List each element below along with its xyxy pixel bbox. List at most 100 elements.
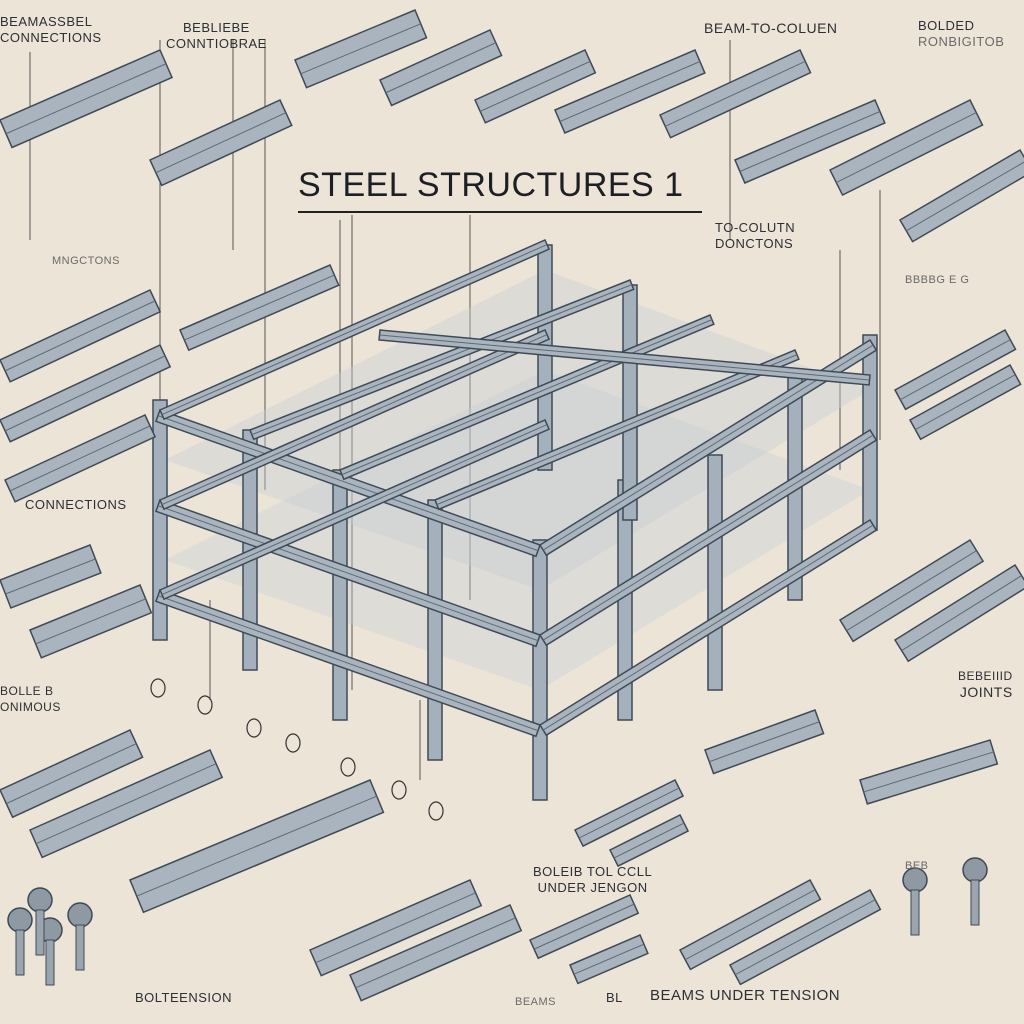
page-title: STEEL STRUCTURES 1	[298, 166, 684, 204]
beam-web-line	[665, 60, 806, 127]
label-line: UNDER JENGON	[537, 880, 648, 895]
label-line: BEAMASSBEL	[0, 14, 93, 29]
beam-web-line	[542, 434, 874, 641]
beam-web-line	[157, 505, 539, 642]
bolt-head-icon	[7, 907, 33, 933]
beam-web-line	[155, 112, 287, 174]
bolt-head-icon	[27, 887, 53, 913]
label-line: JOINTS	[959, 684, 1013, 700]
steel-column	[152, 399, 168, 641]
bolt-shank	[910, 889, 920, 936]
beam-web-line	[915, 374, 1016, 431]
steel-column	[537, 244, 553, 471]
steel-column	[427, 499, 443, 761]
label-line: BOLEIB TOL CCLL	[533, 864, 653, 879]
label-beams-small: BEAMS	[515, 996, 557, 1008]
beam-web-line	[184, 274, 335, 341]
steel-column	[707, 454, 723, 691]
beam-web-line	[4, 300, 156, 372]
beam-web-line	[341, 319, 713, 476]
beam-web-line	[161, 334, 548, 506]
marker-circle	[246, 718, 262, 738]
beam-web-line	[709, 721, 820, 763]
marker-circle	[150, 678, 166, 698]
beam-web-line	[300, 23, 421, 75]
marker-circle	[340, 757, 356, 777]
beam-web-line	[4, 355, 166, 432]
label-beam-to-column: BEAM-TO-COLUEN	[704, 20, 838, 36]
bolt-head-icon	[67, 902, 93, 928]
beam-web-line	[251, 284, 633, 436]
beam-web-line	[157, 415, 539, 552]
beam-web-line	[5, 558, 96, 595]
beam-web-line	[6, 743, 137, 805]
label-line: BOLLE B	[0, 684, 54, 698]
loose-beam	[893, 563, 1024, 663]
marker-circle	[428, 801, 444, 821]
beam-web-line	[901, 575, 1022, 652]
title-underline	[298, 211, 702, 213]
marker-circle	[285, 733, 301, 753]
bolt-head-icon	[962, 857, 988, 883]
beam-web-line	[559, 61, 701, 122]
label-line: BEBEIIID	[958, 669, 1013, 683]
beam-web-line	[379, 334, 870, 381]
bolt-shank	[75, 924, 85, 971]
bolt-shank	[970, 879, 980, 926]
bolt-shank	[35, 909, 45, 956]
label-bolt-tension: BOLTEENSION	[135, 990, 233, 1005]
label-connections: CONNECTIONS	[25, 497, 127, 512]
label-line: RONBIGITOB	[918, 34, 1005, 49]
steel-column	[622, 284, 638, 521]
label-bolted-joints-left: BOLLE B ONIMOUS	[0, 683, 61, 715]
label-line: DONCTONS	[715, 236, 794, 251]
beam-web-line	[479, 60, 591, 112]
beam-web-line	[355, 917, 516, 989]
label-small: BBBBG E G	[905, 274, 970, 286]
beam-web-line	[161, 244, 548, 416]
beam-web-line	[436, 354, 798, 506]
steel-column	[332, 469, 348, 721]
beam-web-line	[161, 424, 548, 596]
beam-web-line	[906, 161, 1024, 232]
steel-column	[532, 539, 548, 801]
beam-web-line	[613, 822, 685, 859]
beam-web-line	[739, 111, 881, 172]
label-line: BEBLIEBE	[182, 20, 250, 35]
label-beams-under-tension: BEAMS UNDER TENSION	[650, 987, 841, 1004]
beam-web-line	[734, 899, 876, 976]
marker-circle	[391, 780, 407, 800]
label-bolt-tag: BEB	[905, 860, 929, 872]
beam-web-line	[9, 425, 151, 492]
beam-web-line	[533, 903, 635, 950]
marker-circle	[197, 695, 213, 715]
beam-web-line	[578, 787, 680, 839]
label-connections-small: MNGCTONS	[52, 255, 120, 267]
beam-web-line	[315, 892, 476, 964]
label-line: CONNTIOBRAE	[166, 36, 267, 51]
beam-web-line	[157, 595, 539, 732]
beam-web-line	[35, 598, 146, 645]
beam-web-line	[863, 751, 994, 793]
loose-beam	[898, 148, 1024, 243]
beam-web-line	[684, 889, 816, 961]
bolt-shank	[15, 929, 25, 976]
beam-web-line	[542, 524, 874, 731]
beam-web-line	[846, 550, 977, 632]
label-bl: BL	[606, 990, 623, 1005]
beam-web-line	[5, 63, 167, 135]
beam-web-line	[900, 339, 1011, 401]
label-line: CONNECTIONS	[0, 30, 102, 45]
beam-web-line	[136, 795, 377, 897]
beam-web-line	[35, 763, 217, 845]
beam-web-line	[836, 112, 977, 183]
label-line: TO-COLUTN	[715, 220, 796, 235]
label-line: ONIMOUS	[0, 700, 61, 714]
